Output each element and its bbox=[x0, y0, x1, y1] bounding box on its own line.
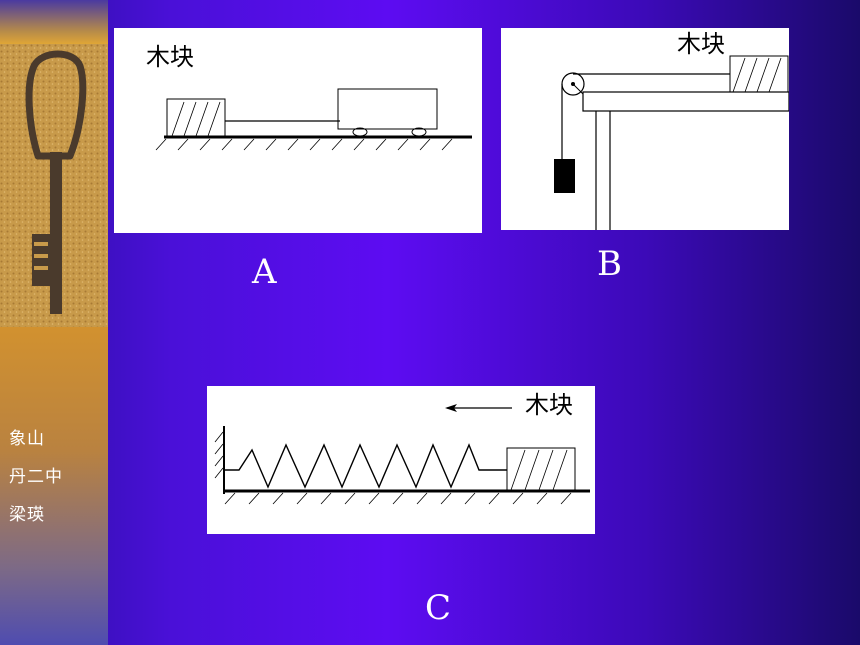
hanging-weight bbox=[554, 159, 575, 193]
ground-hatch bbox=[224, 492, 572, 505]
caption-a: A bbox=[252, 252, 277, 292]
block-hatch bbox=[732, 57, 782, 93]
key-icon bbox=[0, 44, 108, 327]
author-block: 象山 丹二中 梁瑛 bbox=[9, 420, 99, 534]
wooden-block bbox=[166, 98, 226, 137]
caption-c: C bbox=[425, 588, 452, 628]
diagram-b-label: 木块 bbox=[677, 30, 725, 58]
cart bbox=[337, 88, 438, 130]
sidebar-top-strip bbox=[0, 0, 108, 44]
diagram-c: 木块 bbox=[207, 386, 595, 534]
sidebar: 象山 丹二中 梁瑛 bbox=[0, 0, 108, 645]
block-hatch bbox=[510, 449, 568, 491]
author-line: 丹二中 bbox=[9, 467, 63, 487]
diagram-a: 木块 bbox=[114, 28, 482, 233]
diagram-a-label: 木块 bbox=[146, 43, 194, 71]
block-hatch bbox=[171, 101, 221, 137]
diagram-b: 木块 bbox=[501, 28, 789, 230]
wall-hatch bbox=[214, 431, 224, 479]
author-line: 梁瑛 bbox=[9, 505, 45, 525]
spring bbox=[224, 443, 507, 489]
diagram-c-label: 木块 bbox=[525, 391, 573, 419]
ground-hatch bbox=[155, 138, 453, 151]
arrow-head bbox=[445, 404, 457, 412]
pulley-bracket bbox=[572, 83, 584, 95]
author-line: 象山 bbox=[9, 429, 45, 449]
table-top bbox=[582, 91, 789, 112]
caption-b: B bbox=[597, 244, 622, 284]
